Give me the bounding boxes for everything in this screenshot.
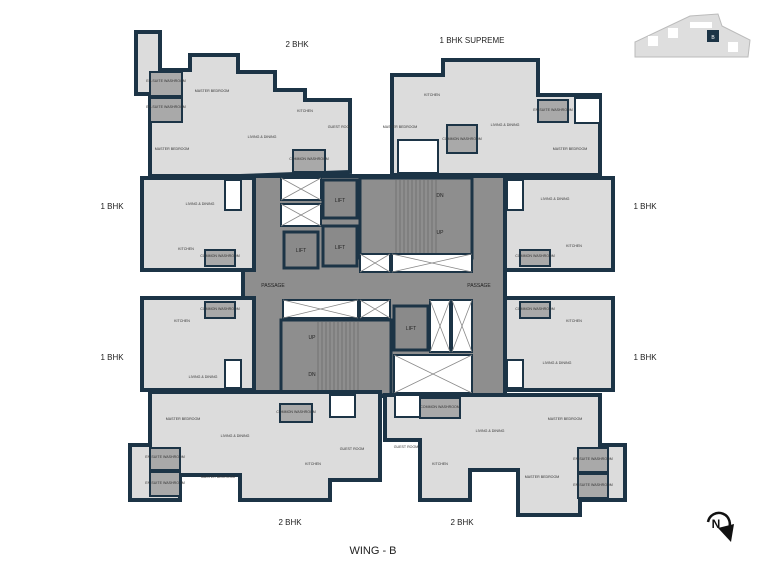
room-label-en-suite: EN-SUITE WASHROOM: [146, 105, 186, 109]
unit-bottom-right: [383, 393, 627, 517]
north-compass-icon: N: [706, 511, 734, 542]
stair-dn-label: DN: [308, 372, 316, 378]
room-label-guest-room: GUEST ROOM: [328, 125, 353, 129]
room-label-master-bedroom: MASTER BEDROOM: [548, 417, 583, 421]
room-label-kitchen: KITCHEN: [305, 462, 321, 466]
room-label-master-bedroom: MASTER BEDROOM: [383, 125, 418, 129]
room-label-master-bedroom: MASTER BEDROOM: [155, 147, 190, 151]
room-label-en-suite: EN-SUITE WASHROOM: [573, 483, 613, 487]
unit-label-right-upper: 1 BHK: [633, 202, 657, 211]
room-label-common-washroom: COMMON WASHROOM: [515, 307, 555, 311]
room-label-kitchen: KITCHEN: [432, 462, 448, 466]
room-label-common-washroom: COMMON WASHROOM: [200, 254, 240, 258]
room-label-living-dining: LIVING & DINING: [221, 434, 250, 438]
unit-label-right-lower: 1 BHK: [633, 353, 657, 362]
room-labels: MASTER BEDROOM EN-SUITE WASHROOM EN-SUITE …: [145, 79, 613, 487]
unit-label-bottom-right: 2 BHK: [450, 518, 474, 527]
passage-label: PASSAGE: [467, 283, 491, 289]
room-label-common-washroom: COMMON WASHROOM: [515, 254, 555, 258]
lift-4: [392, 304, 430, 352]
svg-text:N: N: [712, 517, 721, 531]
room-label-en-suite: EN-SUITE WASHROOM: [145, 455, 185, 459]
room-label-common-washroom: COMMON WASHROOM: [200, 307, 240, 311]
room-label-en-suite: EN-SUITE WASHROOM: [146, 79, 186, 83]
room-label-living-dining: LIVING & DINING: [476, 429, 505, 433]
room-label-common-washroom: COMMON WASHROOM: [442, 137, 482, 141]
room-label-master-bedroom: MASTER BEDROOM: [166, 417, 201, 421]
room-label-kitchen: KITCHEN: [297, 109, 313, 113]
lift-1: [321, 178, 359, 220]
room-label-kitchen: KITCHEN: [424, 93, 440, 97]
room-label-guest-room: GUEST ROOM: [340, 447, 365, 451]
room-label-living-dining: LIVING & DINING: [186, 202, 215, 206]
room-label-kitchen: KITCHEN: [174, 319, 190, 323]
unit-bottom-left: [128, 390, 382, 502]
room-label-common-washroom: COMMON WASHROOM: [289, 157, 329, 161]
unit-label-left-lower: 1 BHK: [100, 353, 124, 362]
key-plan: B: [634, 13, 751, 58]
lift-label: LIFT: [335, 198, 345, 204]
unit-top-right: [390, 58, 602, 177]
room-label-common-washroom: COMMON WASHROOM: [420, 405, 460, 409]
room-label-living-dining: LIVING & DINING: [248, 135, 277, 139]
room-label-master-bedroom: MASTER BEDROOM: [201, 475, 236, 479]
room-label-master-bedroom: MASTER BEDROOM: [553, 147, 588, 151]
stair-up-label: UP: [309, 335, 317, 341]
unit-label-top-right: 1 BHK SUPREME: [440, 36, 505, 45]
stair-up-label: UP: [437, 230, 445, 236]
room-label-living-dining: LIVING & DINING: [491, 123, 520, 127]
unit-label-bottom-left: 2 BHK: [278, 518, 302, 527]
room-label-living-dining: LIVING & DINING: [541, 197, 570, 201]
unit-label-left-upper: 1 BHK: [100, 202, 124, 211]
units: [128, 30, 627, 517]
lift-label: LIFT: [296, 248, 306, 254]
svg-text:B: B: [711, 35, 715, 41]
lift-label: LIFT: [406, 326, 416, 332]
lift-2: [321, 224, 359, 268]
unit-top-left: [148, 53, 352, 178]
room-label-living-dining: LIVING & DINING: [543, 361, 572, 365]
core: LIFT LIFT LIFT LIFT PASSAGE PASSAGE DN U…: [241, 174, 507, 398]
room-label-guest-room: GUEST ROOM: [394, 445, 419, 449]
room-label-kitchen: KITCHEN: [566, 319, 582, 323]
unit-label-top-left: 2 BHK: [285, 40, 309, 49]
room-label-en-suite: EN-SUITE WASHROOM: [573, 457, 613, 461]
stair-dn-label: DN: [436, 193, 444, 199]
room-label-en-suite: EN-SUITE WASHROOM: [145, 481, 185, 485]
room-label-master-bedroom: MASTER BEDROOM: [195, 89, 230, 93]
key-plan-wing-b: [707, 30, 719, 42]
lift-3: [282, 230, 320, 270]
room-label-kitchen: KITCHEN: [566, 244, 582, 248]
lift-label: LIFT: [335, 245, 345, 251]
room-label-kitchen: KITCHEN: [178, 247, 194, 251]
room-label-master-bedroom: MASTER BEDROOM: [525, 475, 560, 479]
room-label-living-dining: LIVING & DINING: [189, 375, 218, 379]
passage-label: PASSAGE: [261, 283, 285, 289]
room-label-en-suite: EN-SUITE WASHROOM: [533, 108, 573, 112]
room-label-common-washroom: COMMON WASHROOM: [276, 410, 316, 414]
wing-title: WING - B: [349, 545, 396, 557]
